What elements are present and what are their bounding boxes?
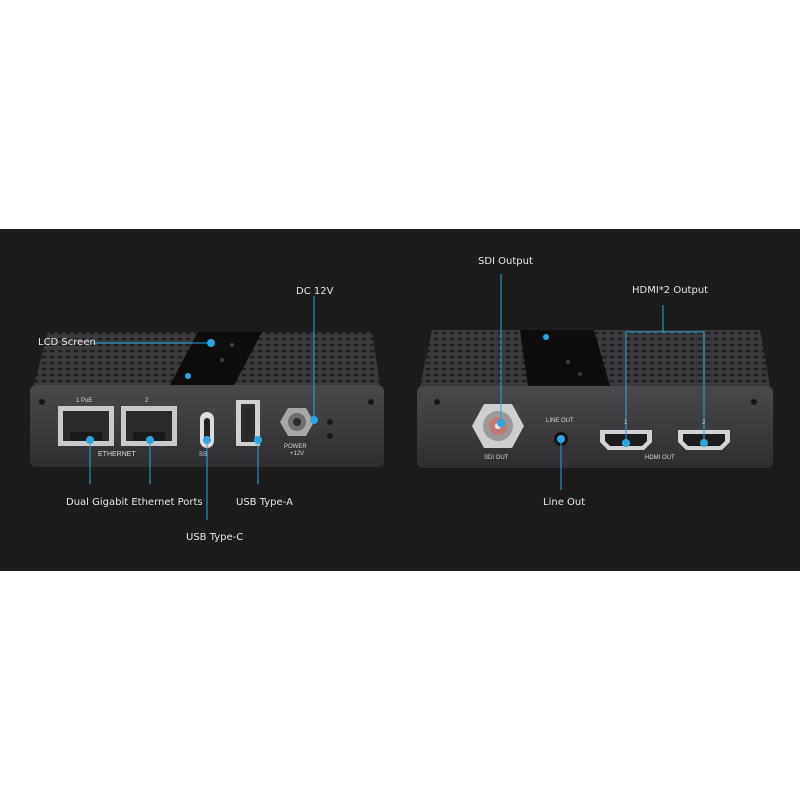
reset-button[interactable] (327, 433, 333, 439)
left-callout-dots (86, 339, 318, 444)
sdi-output-connector[interactable] (472, 404, 524, 448)
usb-type-a-callout: USB Type-A (236, 497, 293, 508)
lcd-screen-callout: LCD Screen (38, 337, 96, 348)
sdi-out-label: SDI OUT (484, 455, 509, 461)
hdmi-output-callout: HDMI*2 Output (632, 285, 709, 296)
line-out-label: LINE OUT (546, 418, 574, 424)
sdi-output-callout: SDI Output (478, 256, 533, 267)
usb-c-mark-label: SS (199, 452, 208, 458)
right-lcd-screen (520, 330, 610, 386)
hdmi-out-label: HDMI OUT (645, 455, 675, 461)
right-callout-dots (497, 419, 708, 447)
power-led-icon (327, 419, 333, 425)
hdmi2-label: 2 (702, 420, 706, 426)
power-label: POWER (284, 444, 307, 450)
hdmi1-label: 1 (624, 420, 628, 426)
port1-label: 1 PoE (76, 398, 93, 404)
dc-power-connector[interactable] (280, 408, 314, 436)
port2-label: 2 (145, 398, 149, 404)
right-callout-lines (500, 274, 705, 490)
dc-12v-callout: DC 12V (296, 286, 334, 297)
left-device (30, 296, 384, 520)
usb-type-c-callout: USB Type-C (186, 532, 244, 543)
ethernet-ports-callout: Dual Gigabit Ethernet Ports (66, 497, 203, 508)
right-device-front-panel (417, 386, 773, 468)
left-lcd-screen (170, 332, 262, 385)
line-out-callout: Line Out (543, 497, 586, 508)
left-callout-lines (89, 296, 315, 520)
right-device (417, 274, 773, 490)
left-lcd-logo-icon (185, 373, 191, 379)
ethernet-port-1[interactable] (58, 406, 114, 446)
power-voltage-label: +12V (290, 451, 305, 457)
ethernet-label: ETHERNET (98, 451, 136, 458)
